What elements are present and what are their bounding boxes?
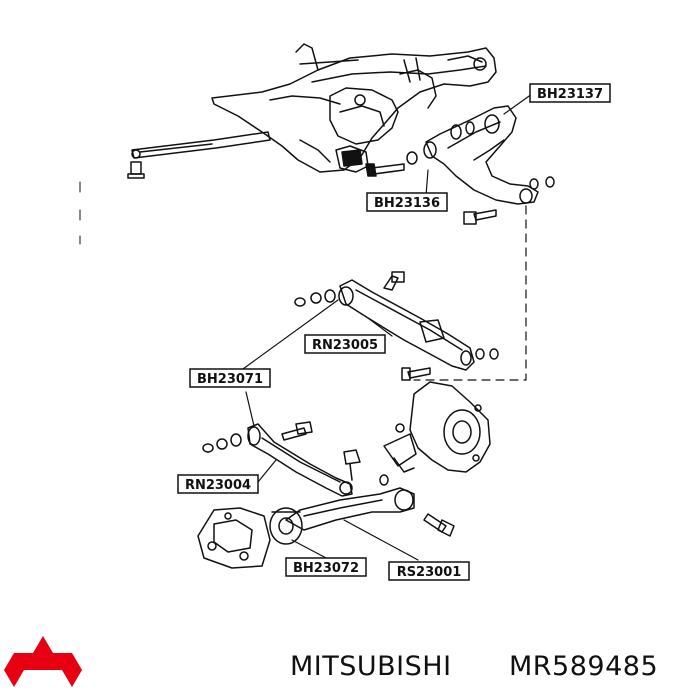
label-bh23137: BH23137 <box>529 83 611 103</box>
label-bh23071: BH23071 <box>189 368 271 388</box>
part-number: MR589485 <box>509 651 658 682</box>
label-bh23137-text: BH23137 <box>537 87 603 102</box>
mitsubishi-logo-icon <box>4 636 82 687</box>
label-rs23001: RS23001 <box>388 561 470 581</box>
brand-name: MITSUBISHI <box>290 651 452 682</box>
leader-dashed <box>413 205 527 381</box>
knuckle-drawing <box>383 381 491 473</box>
label-rs23001-text: RS23001 <box>397 565 462 580</box>
label-bh23071-text: BH23071 <box>197 372 263 387</box>
label-rn23004: RN23004 <box>177 474 259 494</box>
lower-arm-drawing <box>202 421 389 497</box>
label-rn23005-text: RN23005 <box>312 338 378 353</box>
toe-link-drawing <box>285 487 455 537</box>
upper-link-drawing <box>294 271 499 381</box>
label-rn23005: RN23005 <box>304 334 386 354</box>
label-bh23072: BH23072 <box>285 557 367 577</box>
label-bh23072-text: BH23072 <box>293 561 359 576</box>
label-rn23004-text: RN23004 <box>185 478 251 493</box>
bushing-drawing <box>197 507 303 569</box>
leader-lines <box>235 93 533 561</box>
label-bh23136: BH23136 <box>366 192 448 212</box>
label-bh23136-text: BH23136 <box>374 196 440 211</box>
subframe-drawing <box>79 43 497 245</box>
upper-arm-drawing <box>365 105 555 225</box>
